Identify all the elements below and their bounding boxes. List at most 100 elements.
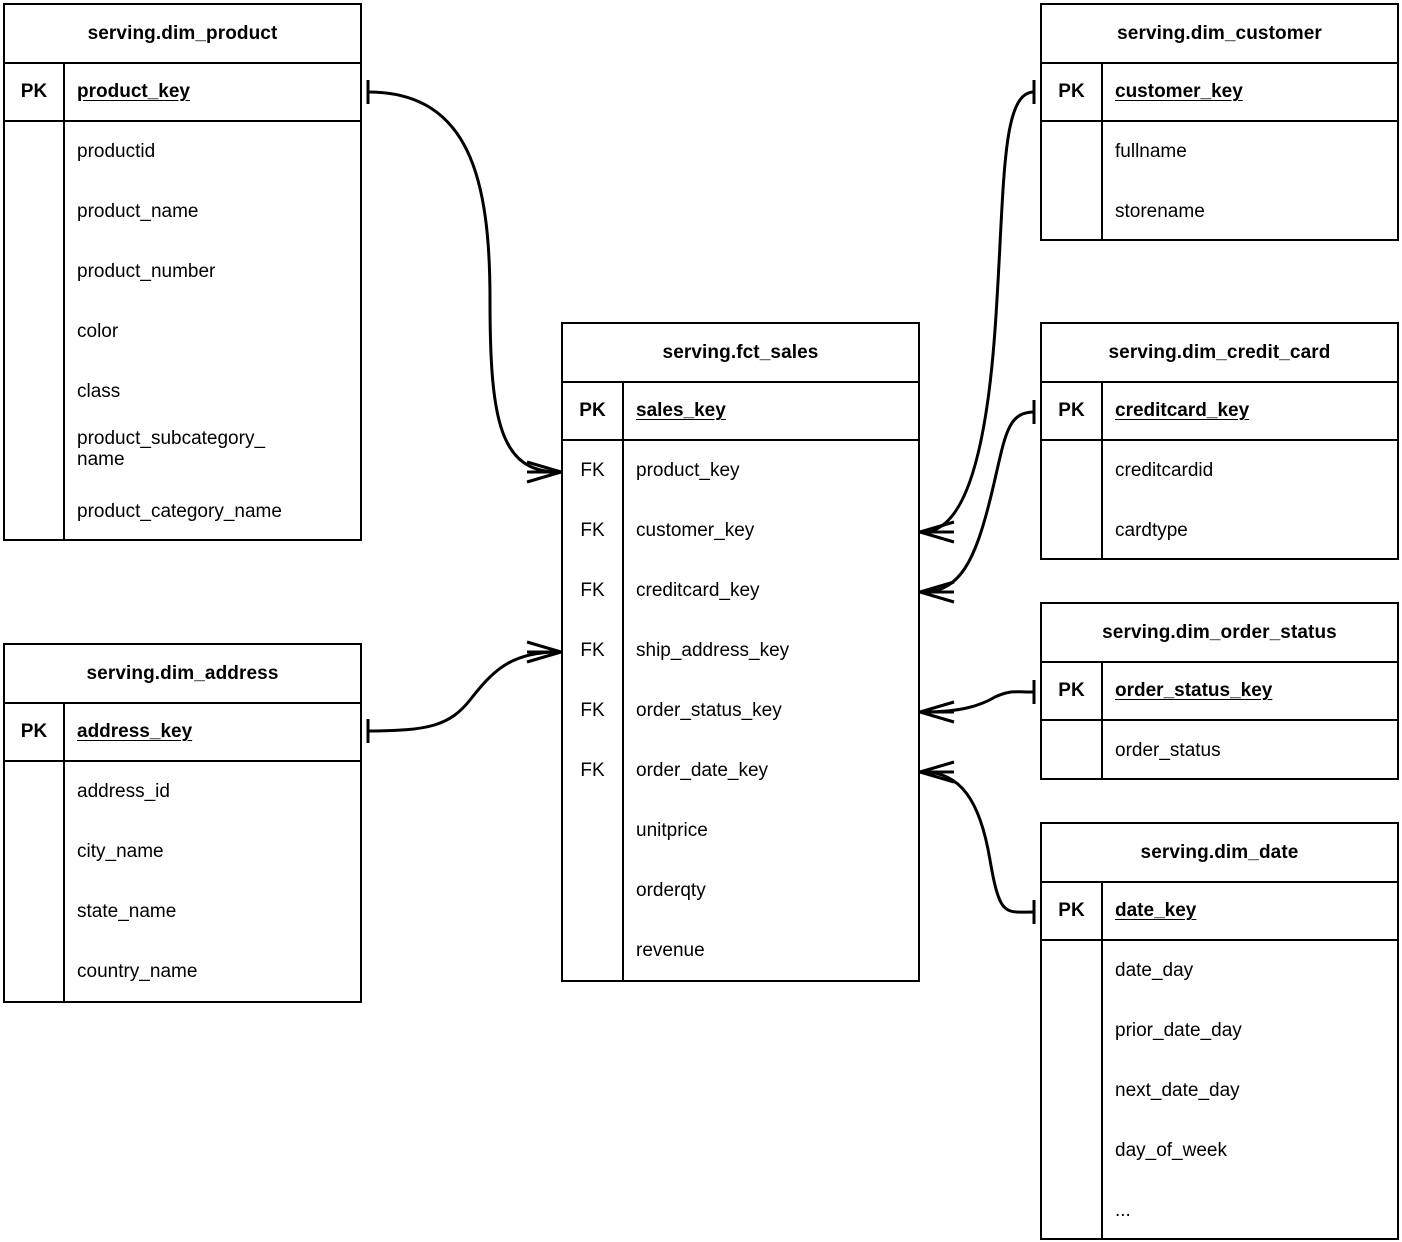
key-column-dim_order_status <box>1042 721 1103 778</box>
attribute-key-dim_product <box>5 242 63 302</box>
pk-badge-dim_order_status: PK <box>1042 663 1103 719</box>
attribute-name-dim_date: day_of_week <box>1115 1140 1227 1162</box>
key-column-dim_product <box>5 122 65 539</box>
key-column-dim_date <box>1042 941 1103 1238</box>
crowsfoot-sales-date <box>919 760 955 784</box>
pk-field-dim_customer: customer_key <box>1115 81 1243 103</box>
attribute-key-dim_address <box>5 882 63 942</box>
pk-field-fct_sales: sales_key <box>636 400 726 422</box>
attribute-key-dim_date <box>1042 1061 1101 1121</box>
entity-title-dim_customer: serving.dim_customer <box>1042 5 1397 64</box>
attribute-name-dim_product: product_subcategory_ name <box>77 428 266 471</box>
attribute-name-dim_date: date_day <box>1115 960 1194 982</box>
attribute-name-fct_sales: unitprice <box>636 820 708 842</box>
pk-badge-dim_address: PK <box>5 704 65 760</box>
pk-badge-dim_credit_card: PK <box>1042 383 1103 439</box>
attribute-key-dim_date <box>1042 1121 1101 1181</box>
attribute-name-fct_sales: product_key <box>636 460 740 482</box>
attribute-key-dim_product <box>5 182 63 242</box>
attribute-key-fct_sales <box>563 801 622 861</box>
crowsfoot-sales-product <box>526 460 562 484</box>
attribute-name-dim_order_status: order_status <box>1115 740 1221 762</box>
attributes-dim_order_status: order_status <box>1042 721 1397 778</box>
attribute-key-dim_address <box>5 762 63 822</box>
pk-row-dim_product: PK product_key <box>5 64 360 122</box>
pk-field-dim_credit_card: creditcard_key <box>1115 400 1250 422</box>
attribute-name-fct_sales: revenue <box>636 940 705 962</box>
attribute-name-dim_date: ... <box>1115 1200 1131 1222</box>
attribute-key-dim_date <box>1042 1001 1101 1061</box>
key-column-dim_address <box>5 762 65 1001</box>
attribute-name-fct_sales: customer_key <box>636 520 755 542</box>
attribute-key-dim_order_status <box>1042 721 1101 781</box>
attribute-key-dim_product <box>5 482 63 542</box>
attribute-key-dim_product <box>5 302 63 362</box>
pk-field-dim_date: date_key <box>1115 900 1197 922</box>
crowsfoot-sales-customer <box>919 520 955 544</box>
attribute-key-dim_customer <box>1042 182 1101 242</box>
attribute-name-dim_credit_card: creditcardid <box>1115 460 1214 482</box>
attribute-name-dim_address: address_id <box>77 781 170 803</box>
attribute-name-fct_sales: ship_address_key <box>636 640 790 662</box>
crowsfoot-sales-address <box>526 640 562 664</box>
attribute-key-fct_sales: FK <box>580 580 605 601</box>
entity-title-fct_sales: serving.fct_sales <box>563 324 918 383</box>
attribute-name-dim_address: state_name <box>77 901 177 923</box>
connector-product-sales <box>367 90 559 474</box>
connector-sales-date <box>922 770 1035 914</box>
attribute-key-fct_sales: FK <box>580 640 605 661</box>
pk-field-dim_order_status: order_status_key <box>1115 680 1273 702</box>
attribute-key-dim_address <box>5 822 63 882</box>
attribute-name-dim_date: next_date_day <box>1115 1080 1240 1102</box>
attribute-key-fct_sales: FK <box>580 520 605 541</box>
pk-field-dim_product: product_key <box>77 81 190 103</box>
connector-address-sales <box>367 650 559 733</box>
attribute-key-dim_product <box>5 122 63 182</box>
attribute-key-dim_date <box>1042 1181 1101 1241</box>
attribute-name-dim_product: product_name <box>77 201 199 223</box>
entity-title-dim_credit_card: serving.dim_credit_card <box>1042 324 1397 383</box>
pk-row-dim_credit_card: PK creditcard_key <box>1042 383 1397 441</box>
attribute-key-dim_date <box>1042 941 1101 1001</box>
pk-badge-dim_product: PK <box>5 64 65 120</box>
attribute-key-fct_sales <box>563 861 622 921</box>
attribute-key-dim_product <box>5 362 63 422</box>
name-column-dim_order_status: order_status <box>1103 721 1397 778</box>
attribute-key-fct_sales <box>563 921 622 981</box>
attribute-name-fct_sales: order_date_key <box>636 760 769 782</box>
attribute-name-dim_customer: storename <box>1115 201 1205 223</box>
entity-title-dim_order_status: serving.dim_order_status <box>1042 604 1397 663</box>
attribute-key-dim_customer <box>1042 122 1101 182</box>
attribute-key-dim_address <box>5 942 63 1002</box>
entity-title-dim_date: serving.dim_date <box>1042 824 1397 883</box>
attribute-name-fct_sales: orderqty <box>636 880 706 902</box>
pk-row-dim_order_status: PK order_status_key <box>1042 663 1397 721</box>
attribute-key-dim_credit_card <box>1042 441 1101 501</box>
attribute-key-dim_credit_card <box>1042 501 1101 561</box>
pk-row-dim_date: PK date_key <box>1042 883 1397 941</box>
attribute-name-dim_product: product_category_name <box>77 501 282 523</box>
pk-badge-dim_date: PK <box>1042 883 1103 939</box>
key-column-dim_credit_card <box>1042 441 1103 558</box>
attribute-key-fct_sales: FK <box>580 460 605 481</box>
pk-field-dim_address: address_key <box>77 721 193 743</box>
